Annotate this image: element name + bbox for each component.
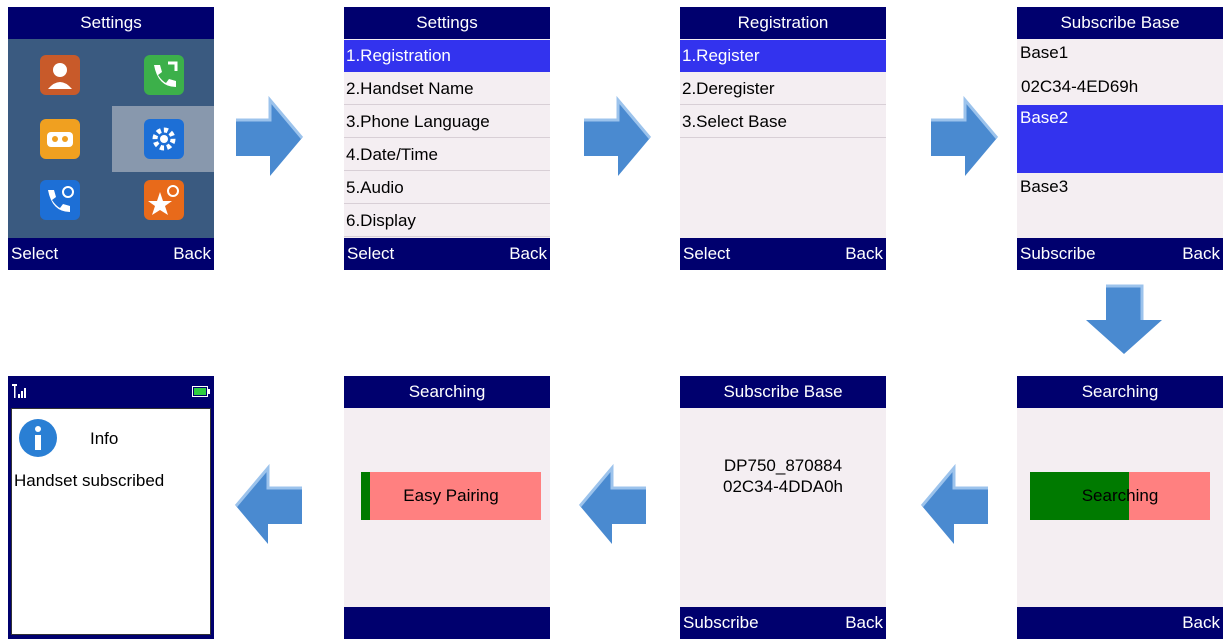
searching-progress-bar: Searching bbox=[1030, 472, 1210, 520]
back-softkey[interactable]: Back bbox=[1182, 613, 1220, 632]
base3-label[interactable]: Base3 bbox=[1020, 177, 1069, 196]
back-softkey[interactable]: Back bbox=[845, 613, 883, 632]
screen-easy-pairing: Searching Easy Pairing bbox=[344, 376, 550, 639]
back-softkey[interactable]: Back bbox=[845, 244, 883, 263]
base1-id: 02C34-4ED69h bbox=[1021, 77, 1139, 96]
screen-title: Subscribe Base bbox=[680, 376, 886, 408]
select-softkey[interactable]: Select bbox=[11, 244, 59, 263]
menu-item-registration[interactable]: 1.Registration bbox=[344, 40, 550, 72]
screen-title: Settings bbox=[344, 7, 550, 39]
progress-fill bbox=[361, 472, 370, 520]
settings-icon[interactable] bbox=[144, 119, 184, 159]
screen-title: Registration bbox=[680, 7, 886, 39]
screen-title: Settings bbox=[8, 7, 214, 39]
pairing-progress-bar: Easy Pairing bbox=[361, 472, 541, 520]
base-name: DP750_870884 bbox=[723, 456, 843, 475]
battery-icon bbox=[192, 386, 210, 397]
arrow-left-icon bbox=[920, 464, 988, 544]
arrow-left-icon bbox=[234, 464, 302, 544]
arrow-down-icon bbox=[1086, 284, 1162, 354]
base2-label: Base2 bbox=[1020, 108, 1069, 127]
back-softkey[interactable]: Back bbox=[173, 244, 211, 263]
progress-label: Searching bbox=[1081, 486, 1159, 505]
base-id: 02C34-4DDA0h bbox=[722, 477, 843, 496]
progress-fill bbox=[1030, 472, 1129, 520]
softkey-bar: Select Back bbox=[344, 238, 550, 270]
menu-item-date-time[interactable]: 4.Date/Time bbox=[344, 139, 550, 171]
menu-item-deregister[interactable]: 2.Deregister bbox=[680, 73, 886, 105]
screen-settings-grid: Settings Select Back bbox=[8, 7, 214, 270]
info-dialog: Info Handset subscribed bbox=[11, 408, 211, 635]
arrow-right-icon bbox=[236, 96, 304, 176]
softkey-bar: Subscribe Back bbox=[680, 607, 886, 639]
back-softkey[interactable]: Back bbox=[509, 244, 547, 263]
base1-label[interactable]: Base1 bbox=[1020, 43, 1069, 62]
select-softkey[interactable]: Select bbox=[347, 244, 395, 263]
screen-subscribe-base-list: Subscribe Base Base1 02C34-4ED69h Base2 … bbox=[1017, 7, 1223, 270]
screen-settings-list: Settings 1.Registration 2.Handset Name 3… bbox=[344, 7, 550, 270]
menu-item-select-base[interactable]: 3.Select Base bbox=[680, 106, 886, 138]
info-title: Info bbox=[90, 429, 119, 448]
menu-item-phone-language[interactable]: 3.Phone Language bbox=[344, 106, 550, 138]
softkey-bar: Subscribe Back bbox=[1017, 238, 1223, 270]
screen-info: Info Handset subscribed bbox=[8, 376, 214, 639]
softkey-bar: Select Back bbox=[8, 238, 214, 270]
arrow-right-icon bbox=[584, 96, 652, 176]
info-icon bbox=[19, 419, 57, 457]
favorites-icon[interactable] bbox=[144, 180, 184, 220]
signal-icon bbox=[12, 384, 26, 398]
menu-item-display[interactable]: 6.Display bbox=[344, 205, 550, 237]
call-features-icon[interactable] bbox=[40, 180, 80, 220]
voicemail-icon[interactable] bbox=[40, 119, 80, 159]
menu-item-audio[interactable]: 5.Audio bbox=[344, 172, 550, 204]
menu-item-handset-name[interactable]: 2.Handset Name bbox=[344, 73, 550, 105]
subscribe-softkey[interactable]: Subscribe bbox=[683, 613, 759, 632]
info-message: Handset subscribed bbox=[14, 471, 165, 490]
screen-title: Subscribe Base bbox=[1017, 7, 1223, 39]
menu-item-register[interactable]: 1.Register bbox=[680, 40, 886, 72]
subscribe-softkey[interactable]: Subscribe bbox=[1020, 244, 1096, 263]
arrow-right-icon bbox=[931, 96, 999, 176]
softkey-bar: Back bbox=[1017, 607, 1223, 639]
softkey-bar bbox=[344, 607, 550, 639]
screen-title: Searching bbox=[344, 376, 550, 408]
screen-subscribe-base-found: Subscribe Base DP750_870884 02C34-4DDA0h… bbox=[680, 376, 886, 639]
screen-searching-progress: Searching Searching Back bbox=[1017, 376, 1223, 639]
arrow-left-icon bbox=[578, 464, 646, 544]
progress-label: Easy Pairing bbox=[403, 486, 499, 505]
screen-title: Searching bbox=[1017, 376, 1223, 408]
screen-registration: Registration 1.Register 2.Deregister 3.S… bbox=[680, 7, 886, 270]
contacts-icon[interactable] bbox=[40, 55, 80, 95]
call-history-icon[interactable] bbox=[144, 55, 184, 95]
status-bar bbox=[8, 376, 214, 408]
select-softkey[interactable]: Select bbox=[683, 244, 731, 263]
base2-selected-row[interactable]: Base2 bbox=[1017, 105, 1223, 173]
back-softkey[interactable]: Back bbox=[1182, 244, 1220, 263]
softkey-bar: Select Back bbox=[680, 238, 886, 270]
